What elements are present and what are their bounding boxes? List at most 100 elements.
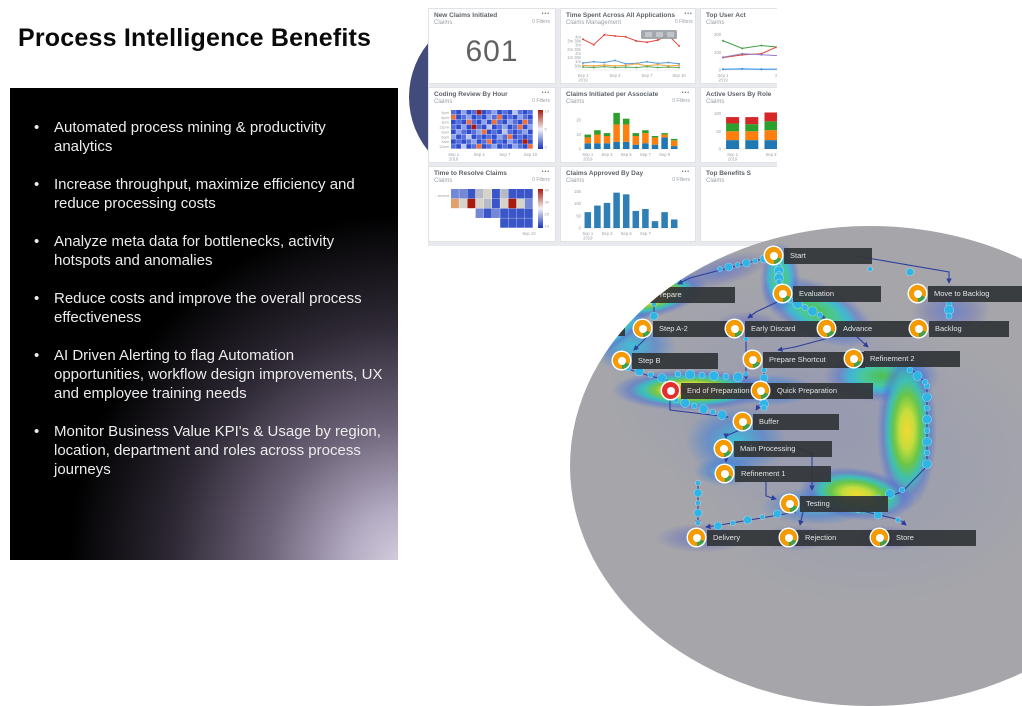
process-node-main-processing[interactable]: Main Processing [715, 440, 832, 457]
svg-text:0: 0 [579, 226, 582, 231]
benefit-item: Monitor Business Value KPI's & Usage by … [32, 422, 384, 479]
node-status-icon [744, 351, 761, 368]
process-node-backlog[interactable]: Backlog [910, 320, 1009, 337]
node-status-icon [781, 495, 798, 512]
svg-text:Sep 3: Sep 3 [602, 152, 614, 157]
svg-text:4m: 4m [575, 34, 581, 39]
svg-text:100: 100 [714, 111, 722, 116]
svg-text:100: 100 [574, 201, 582, 206]
node-label: Refinement 2 [864, 350, 960, 367]
card-meta: ••• 0 Filters [532, 90, 550, 105]
card-menu-icon[interactable]: ••• [684, 11, 693, 17]
card-menu-icon[interactable]: ••• [541, 90, 550, 96]
card-menu-icon[interactable]: ••• [541, 169, 550, 175]
card-menu-icon[interactable]: ••• [541, 11, 550, 17]
svg-text:2019: 2019 [583, 157, 593, 162]
svg-text:20: 20 [576, 118, 581, 123]
svg-text:0: 0 [719, 68, 722, 73]
process-node-move-to-backlog[interactable]: Move to Backlog [909, 285, 1022, 302]
process-node-delivery[interactable]: Delivery [688, 529, 799, 546]
node-status-icon [715, 440, 732, 457]
process-node-prepare-shortcut[interactable]: Prepare Shortcut [744, 351, 865, 368]
node-label: Main Processing [734, 440, 832, 457]
svg-text:2019: 2019 [578, 78, 588, 83]
svg-text:Sep 1: Sep 1 [578, 73, 590, 78]
svg-text:2019: 2019 [728, 157, 738, 162]
card-meta: •••0 Filters [672, 90, 690, 105]
node-label: Step A-2 [653, 320, 741, 337]
svg-text:9pm: 9pm [441, 110, 449, 115]
node-label: Prepare Shortcut [763, 351, 865, 368]
svg-text:Sep 4: Sep 4 [474, 152, 486, 157]
svg-text:10: 10 [576, 132, 581, 137]
process-node-step-b[interactable]: Step B [613, 352, 718, 369]
process-node-early-discard[interactable]: Early Discard [726, 320, 837, 337]
node-label: Rejection [799, 529, 891, 546]
card-filters-label: 0 Filters [532, 98, 550, 104]
card-menu-icon[interactable]: ••• [681, 90, 690, 96]
svg-text:1m 30s: 1m 30s [567, 55, 581, 60]
process-node-prepare[interactable]: Prepare [630, 286, 735, 303]
process-node-evaluation[interactable]: Evaluation [774, 285, 881, 302]
svg-text:...ement: ...ement [435, 193, 450, 198]
process-node-testing[interactable]: Testing [781, 495, 888, 512]
svg-text:Sep 1: Sep 1 [727, 152, 739, 157]
card-title: Active Users By Role [706, 91, 772, 98]
card-filters-label: 0 Filters [672, 177, 690, 183]
card-title: Top Benefits S [706, 170, 752, 177]
node-status-icon [909, 285, 926, 302]
node-label: Backlog [929, 320, 1009, 337]
process-node-refinement-1[interactable]: Refinement 1 [716, 465, 831, 482]
svg-text:Sep 7: Sep 7 [642, 73, 654, 78]
svg-text:Sep 10: Sep 10 [672, 73, 686, 78]
svg-text:20: 20 [545, 212, 550, 217]
process-node-step-a2[interactable]: Step A-2 [634, 320, 741, 337]
svg-text:Sep 5: Sep 5 [621, 152, 633, 157]
node-status-icon [774, 285, 791, 302]
node-label: Start [784, 247, 872, 264]
node-label: Evaluation [793, 285, 881, 302]
node-label: Quick Preparation [771, 382, 873, 399]
process-node-start[interactable]: Start [765, 247, 872, 264]
node-status-icon [818, 320, 835, 337]
card-title: New Claims Initiated [434, 12, 498, 19]
svg-text:12pm: 12pm [439, 125, 450, 130]
process-node-advance[interactable]: Advance [818, 320, 923, 337]
process-node-quick-preparation[interactable]: Quick Preparation [752, 382, 873, 399]
node-status-icon [910, 320, 927, 337]
node-status-icon [630, 286, 647, 303]
card-menu-icon[interactable]: ••• [681, 169, 690, 175]
svg-text:0: 0 [545, 145, 548, 150]
process-node-buffer[interactable]: Buffer [734, 413, 839, 430]
process-node-rejection[interactable]: Rejection [780, 529, 891, 546]
card-subtitle: Claims Management [566, 20, 622, 26]
node-label: Buffer [753, 413, 839, 430]
svg-text:2m: 2m [575, 51, 581, 56]
svg-text:30s: 30s [574, 63, 581, 68]
svg-text:100: 100 [714, 50, 722, 55]
node-status-icon [613, 352, 630, 369]
svg-text:Sep 5: Sep 5 [621, 231, 633, 236]
card-meta: •••0 Filters [532, 11, 550, 26]
svg-text:0: 0 [579, 147, 582, 152]
process-node-refinement-2[interactable]: Refinement 2 [845, 350, 960, 367]
process-node-store[interactable]: Store [871, 529, 976, 546]
svg-text:50: 50 [576, 213, 581, 218]
card-filters-label: 0 Filters [532, 177, 550, 183]
